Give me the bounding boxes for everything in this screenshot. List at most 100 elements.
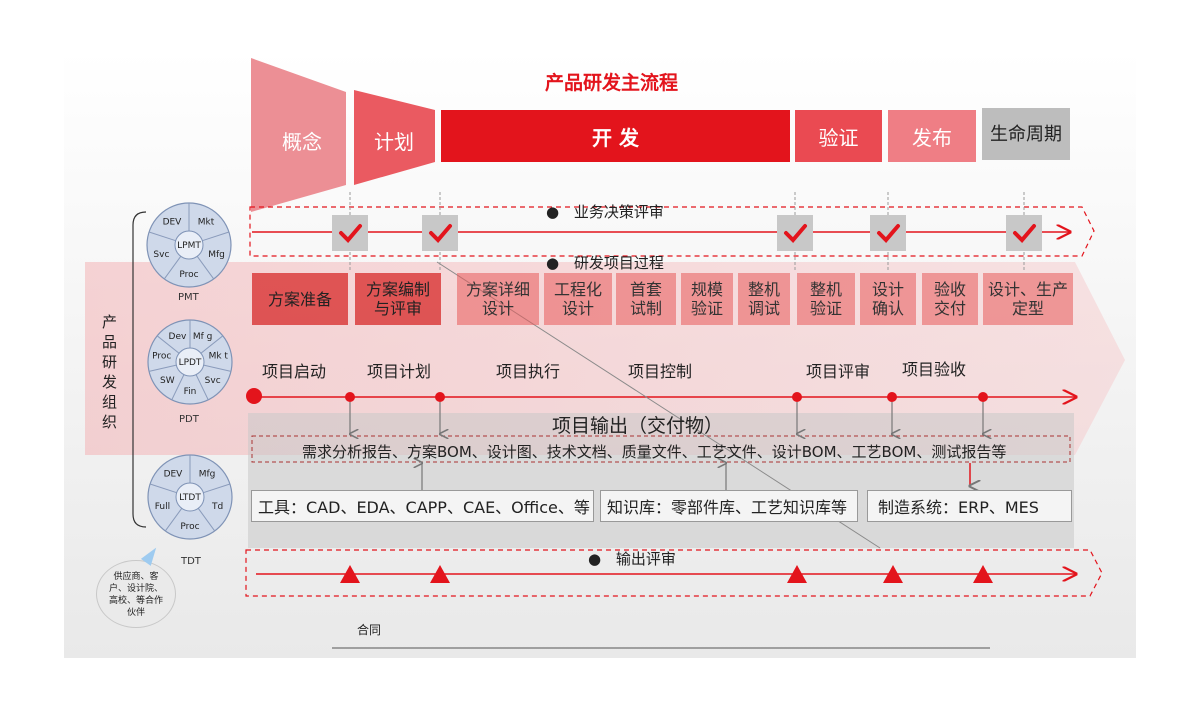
phase-verify-label: 验证 xyxy=(818,125,859,150)
team-center-label: LPMT xyxy=(177,241,201,251)
project-stage: 项目控制 xyxy=(628,362,693,381)
team-circle-divider xyxy=(148,364,177,372)
team-circle-divider xyxy=(164,508,183,532)
activity-box: 整机调试 xyxy=(738,273,790,325)
team-segment-label: Mf g xyxy=(193,332,213,342)
team-segment-label: Mk t xyxy=(209,352,229,362)
team-circle-divider xyxy=(203,364,232,372)
review-triangle xyxy=(430,565,450,583)
team-segment-label: Mkt xyxy=(198,218,215,228)
team-segment-label: DEV xyxy=(164,470,184,480)
review-triangle xyxy=(883,565,903,583)
team-segment-label: Dev xyxy=(169,332,187,342)
team-circle-core xyxy=(175,482,205,512)
team-circle-divider xyxy=(195,374,209,401)
review-check-box xyxy=(422,215,458,251)
team-segment-label: Fin xyxy=(184,387,197,397)
activity-box: 方案编制与评审 xyxy=(355,273,441,325)
timeline-dot xyxy=(435,392,445,402)
output-review-label: ● 输出评审 xyxy=(588,550,676,568)
phase-verify-shape xyxy=(795,110,882,162)
team-segment-label: SW xyxy=(160,376,175,386)
check-icon xyxy=(429,224,452,243)
team-circle-divider xyxy=(148,231,176,242)
check-icon xyxy=(339,224,362,243)
review-triangle xyxy=(787,565,807,583)
activity-box: 规模验证 xyxy=(681,273,733,325)
phase-plan-shape xyxy=(354,90,435,185)
review-triangle xyxy=(340,565,360,583)
timeline-dot xyxy=(792,392,802,402)
activity-box: 方案详细设计 xyxy=(457,273,539,325)
phase-lifecycle-label: 生命周期 xyxy=(990,124,1062,145)
review-triangle xyxy=(973,565,993,583)
knowledge-box: 知识库：零部件库、工艺知识库等 xyxy=(600,490,858,522)
tools-box: 工具：CAD、EDA、CAPP、CAE、Office、等 xyxy=(251,490,594,522)
team-circle-core xyxy=(175,347,205,377)
check-icon xyxy=(1013,224,1036,243)
activity-box: 方案准备 xyxy=(252,273,348,325)
team-segment-label: Mfg xyxy=(208,250,225,260)
activity-box: 验收交付 xyxy=(922,273,978,325)
team-circle-divider xyxy=(171,374,185,401)
org-label: 产品研发组织 xyxy=(102,313,118,431)
phase-release-shape xyxy=(888,110,976,162)
project-start-marker xyxy=(246,388,262,404)
rd-process-label: ● 研发项目过程 xyxy=(546,254,664,272)
team-segment-label: Full xyxy=(155,502,170,512)
team-segment-label: Td xyxy=(211,502,223,512)
pmt-caption: PMT xyxy=(178,292,199,303)
timeline-dot xyxy=(887,392,897,402)
phase-develop-label: 开 发 xyxy=(592,125,639,150)
review-check-box xyxy=(870,215,906,251)
deliverables-title: 项目输出（交付物） xyxy=(552,415,724,437)
team-circle-divider xyxy=(202,231,230,242)
deliverables-items: 需求分析报告、方案BOM、设计图、技术文档、质量文件、工艺文件、设计BOM、工艺… xyxy=(302,443,1007,461)
phase-concept-shape xyxy=(251,58,346,212)
check-icon xyxy=(784,224,807,243)
project-stage: 项目执行 xyxy=(496,362,561,381)
partners-text: 供应商、客户、设计院、高校、等合作伙伴 xyxy=(108,572,163,618)
team-circle-core xyxy=(174,230,204,260)
team-circle-divider xyxy=(163,256,182,280)
review-check-box xyxy=(1006,215,1042,251)
review-check-box xyxy=(332,215,368,251)
phase-develop-shape xyxy=(441,110,790,162)
decision-review-label: ● 业务决策评审 xyxy=(546,203,664,221)
activity-box: 整机验证 xyxy=(797,273,855,325)
partners-bubble xyxy=(96,560,176,628)
activity-box: 工程化设计 xyxy=(544,273,612,325)
timeline-dot xyxy=(978,392,988,402)
check-icon xyxy=(877,224,900,243)
team-segment-label: Proc xyxy=(179,270,198,280)
activity-box: 首套试制 xyxy=(616,273,676,325)
team-segment-label: Svc xyxy=(153,250,169,260)
project-stage: 项目评审 xyxy=(806,362,871,381)
page-title: 产品研发主流程 xyxy=(545,72,679,94)
decision-review-text: 业务决策评审 xyxy=(573,203,664,221)
project-stage: 项目计划 xyxy=(367,362,432,381)
phase-release-label: 发布 xyxy=(912,125,952,150)
team-circle-divider xyxy=(200,335,224,354)
phase-concept-label: 概念 xyxy=(282,129,322,154)
activity-box: 设计、生产定型 xyxy=(983,273,1073,325)
team-segment-label: Mfg xyxy=(199,470,216,480)
team-center-label: LPDT xyxy=(179,358,202,368)
project-stage: 项目启动 xyxy=(262,362,327,381)
review-check-box xyxy=(777,215,813,251)
contract-label: 合同 xyxy=(357,623,382,637)
tdt-caption: TDT xyxy=(181,556,201,567)
team-circle-divider xyxy=(149,483,177,494)
phase-plan-label: 计划 xyxy=(374,129,414,154)
timeline-dot xyxy=(345,392,355,402)
rd-process-text: 研发项目过程 xyxy=(573,254,664,272)
team-segment-label: Proc xyxy=(180,522,199,532)
team-circle-divider xyxy=(196,256,215,280)
team-circle-divider xyxy=(203,483,231,494)
team-circle-divider xyxy=(156,335,180,354)
team-segment-label: DEV xyxy=(163,218,183,228)
team-segment-label: Proc xyxy=(152,352,171,362)
